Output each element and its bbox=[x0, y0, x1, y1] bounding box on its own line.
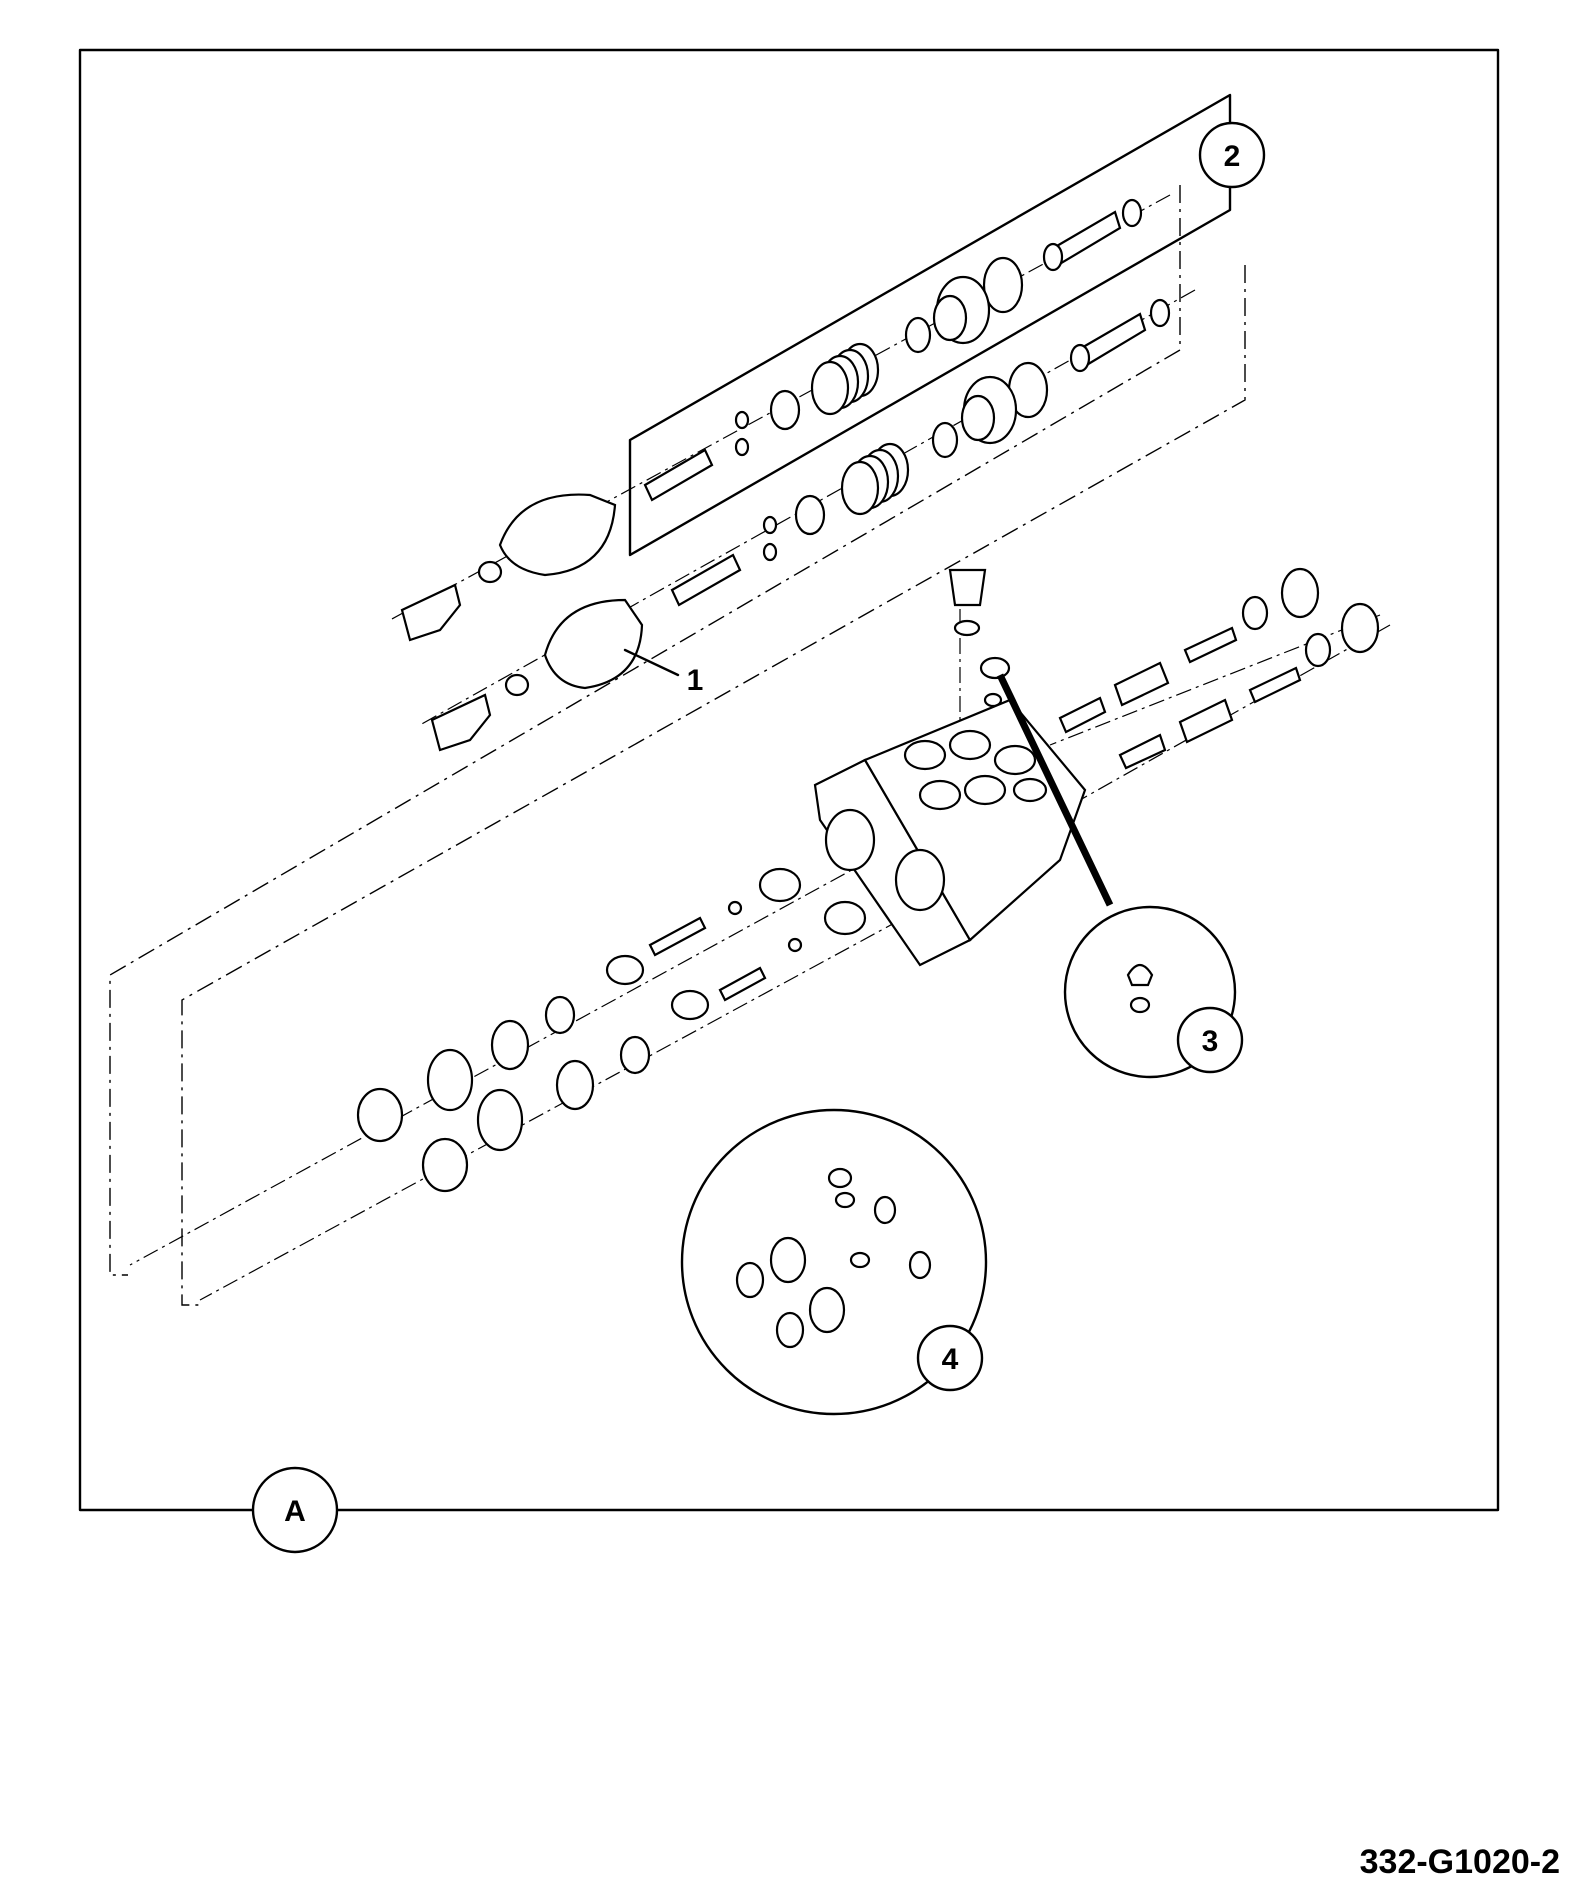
lower-valve-parts bbox=[430, 298, 1171, 752]
callout-a: A bbox=[251, 1466, 339, 1554]
assembly-outline-upper bbox=[109, 185, 1181, 1276]
svg-text:2: 2 bbox=[1224, 140, 1241, 173]
center-line bbox=[199, 919, 901, 1301]
svg-text:A: A bbox=[284, 1495, 306, 1528]
callout-1-label: 1 bbox=[687, 664, 704, 697]
callout-2: 2 bbox=[1198, 121, 1266, 189]
drawing-number: 332-G1020-2 bbox=[1360, 1843, 1560, 1881]
kit-2-box bbox=[628, 93, 1232, 557]
callout-3: 3 bbox=[1176, 1006, 1244, 1074]
frame-border bbox=[78, 48, 1500, 1512]
valve-block bbox=[813, 698, 1087, 967]
right-side-parts bbox=[948, 567, 1380, 770]
svg-text:3: 3 bbox=[1202, 1025, 1219, 1058]
leader-part-1 bbox=[623, 648, 680, 677]
lower-left-parts bbox=[356, 867, 867, 1193]
callout-4: 4 bbox=[916, 1324, 984, 1392]
upper-valve-parts bbox=[400, 198, 1143, 642]
leader-kit-3 bbox=[996, 673, 1114, 907]
spring-lower bbox=[840, 442, 910, 516]
center-line bbox=[1079, 624, 1391, 801]
detail-kit-4 bbox=[680, 1108, 988, 1416]
assembly-outline-lower bbox=[181, 265, 1246, 1306]
detail-kit-3 bbox=[1063, 905, 1237, 1079]
spring-upper bbox=[810, 342, 880, 416]
svg-text:4: 4 bbox=[942, 1343, 959, 1376]
